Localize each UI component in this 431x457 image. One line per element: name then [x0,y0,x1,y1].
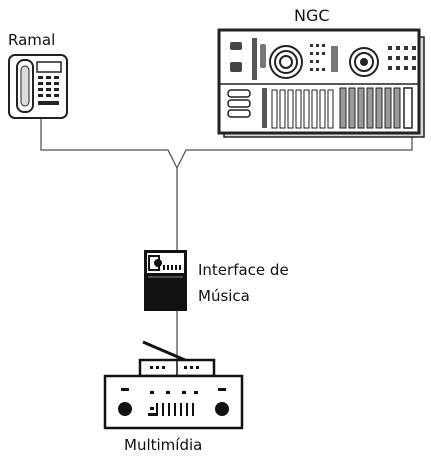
interface-label: Interface de Música [198,257,289,309]
music-interface-box-icon [144,250,187,311]
ngc-connector [176,132,413,169]
phone-connector [40,118,178,169]
telephone-icon [8,54,68,119]
ngc-label: NGC [294,6,330,25]
connection-lines [40,118,413,360]
multimidia-label: Multimídia [124,436,203,454]
ramal-label: Ramal [8,31,56,49]
interface-label-line1: Interface de [198,261,289,279]
boombox-icon [103,340,244,430]
ngc-cabinet-icon [217,28,425,138]
interface-label-line2: Música [198,287,250,305]
